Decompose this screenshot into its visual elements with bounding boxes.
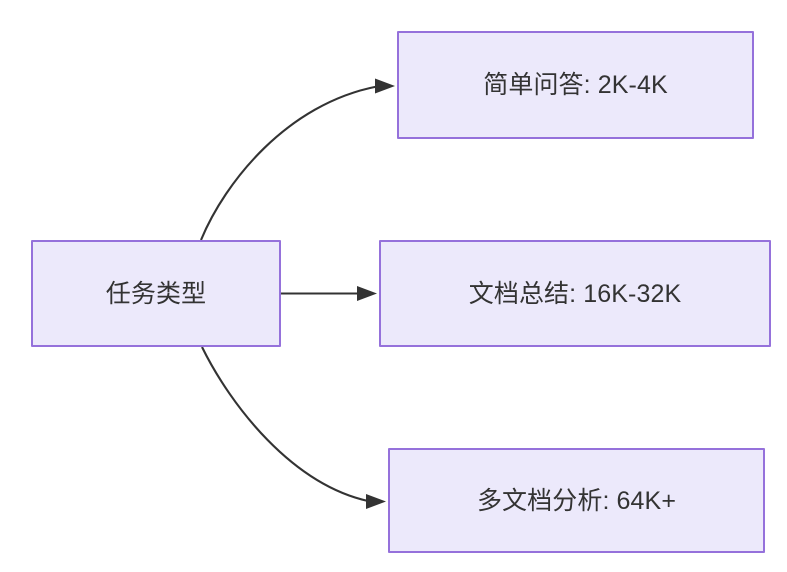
edge-source-to-multi-doc — [201, 346, 386, 509]
node-multi-doc-analysis[interactable]: 多文档分析: 64K+ — [388, 448, 765, 553]
arrow-head-icon — [375, 78, 395, 94]
node-task-type[interactable]: 任务类型 — [31, 240, 281, 347]
node-doc-summary[interactable]: 文档总结: 16K-32K — [379, 240, 771, 347]
edge-path-curved-up — [200, 85, 378, 241]
edge-path-curved-down — [201, 346, 369, 503]
node-simple-qa[interactable]: 简单问答: 2K-4K — [397, 31, 754, 139]
node-label: 简单问答: 2K-4K — [483, 71, 668, 99]
edge-source-to-doc-summary — [281, 286, 377, 301]
node-label: 文档总结: 16K-32K — [468, 279, 682, 308]
node-label: 任务类型 — [105, 279, 207, 308]
arrow-head-icon — [357, 286, 377, 301]
arrow-head-icon — [366, 494, 386, 509]
node-label: 多文档分析: 64K+ — [476, 486, 677, 515]
edge-source-to-simple-qa — [200, 78, 395, 241]
